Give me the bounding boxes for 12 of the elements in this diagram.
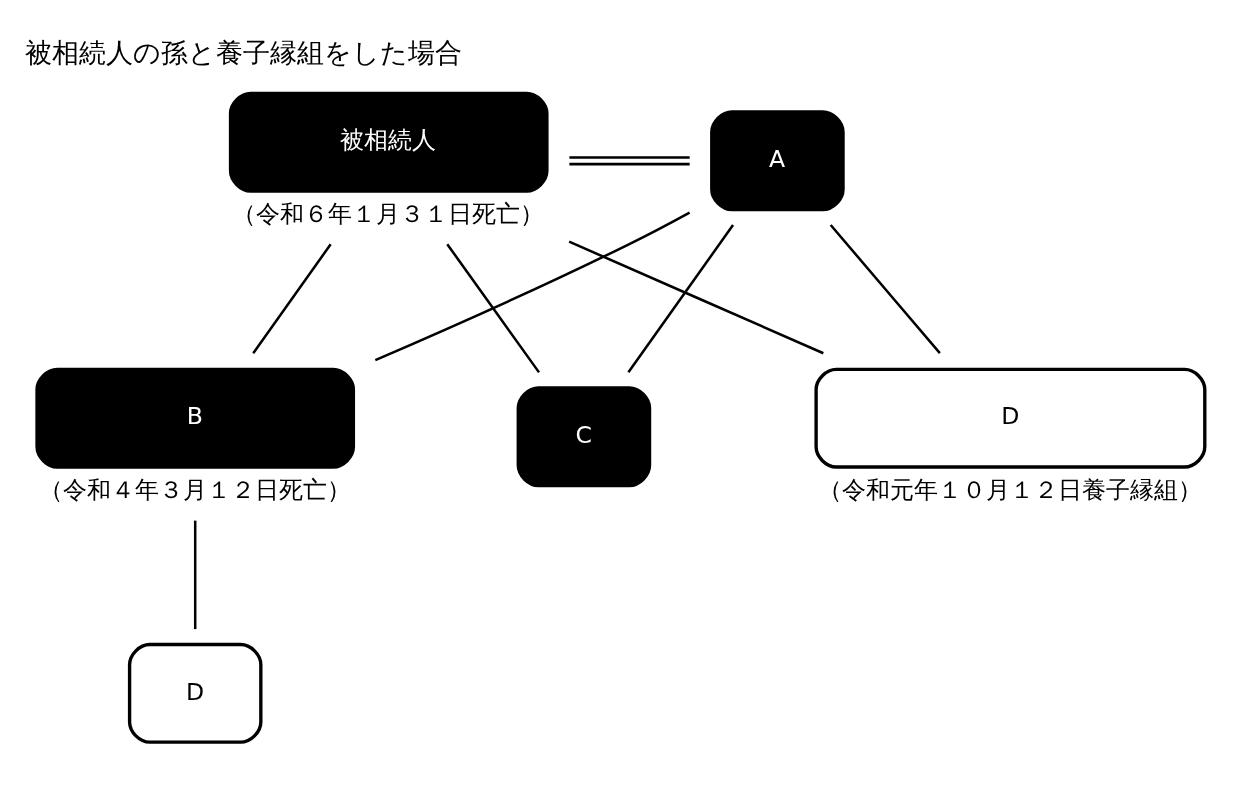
connector	[627, 223, 735, 373]
connector	[829, 223, 941, 354]
node-label: （令和元年１０月１２日養子縁組）	[817, 475, 1202, 504]
connector	[193, 520, 197, 629]
connector	[374, 210, 691, 361]
node-label: （令和６年１月３１日死亡）	[232, 199, 545, 228]
node-label: （令和４年３月１２日死亡）	[38, 475, 351, 504]
connector	[569, 155, 690, 165]
diagram-title: 被相続人の孫と養子縁組をした場合	[25, 36, 463, 68]
connector	[252, 243, 332, 354]
connector	[446, 243, 541, 373]
connector	[568, 240, 824, 354]
